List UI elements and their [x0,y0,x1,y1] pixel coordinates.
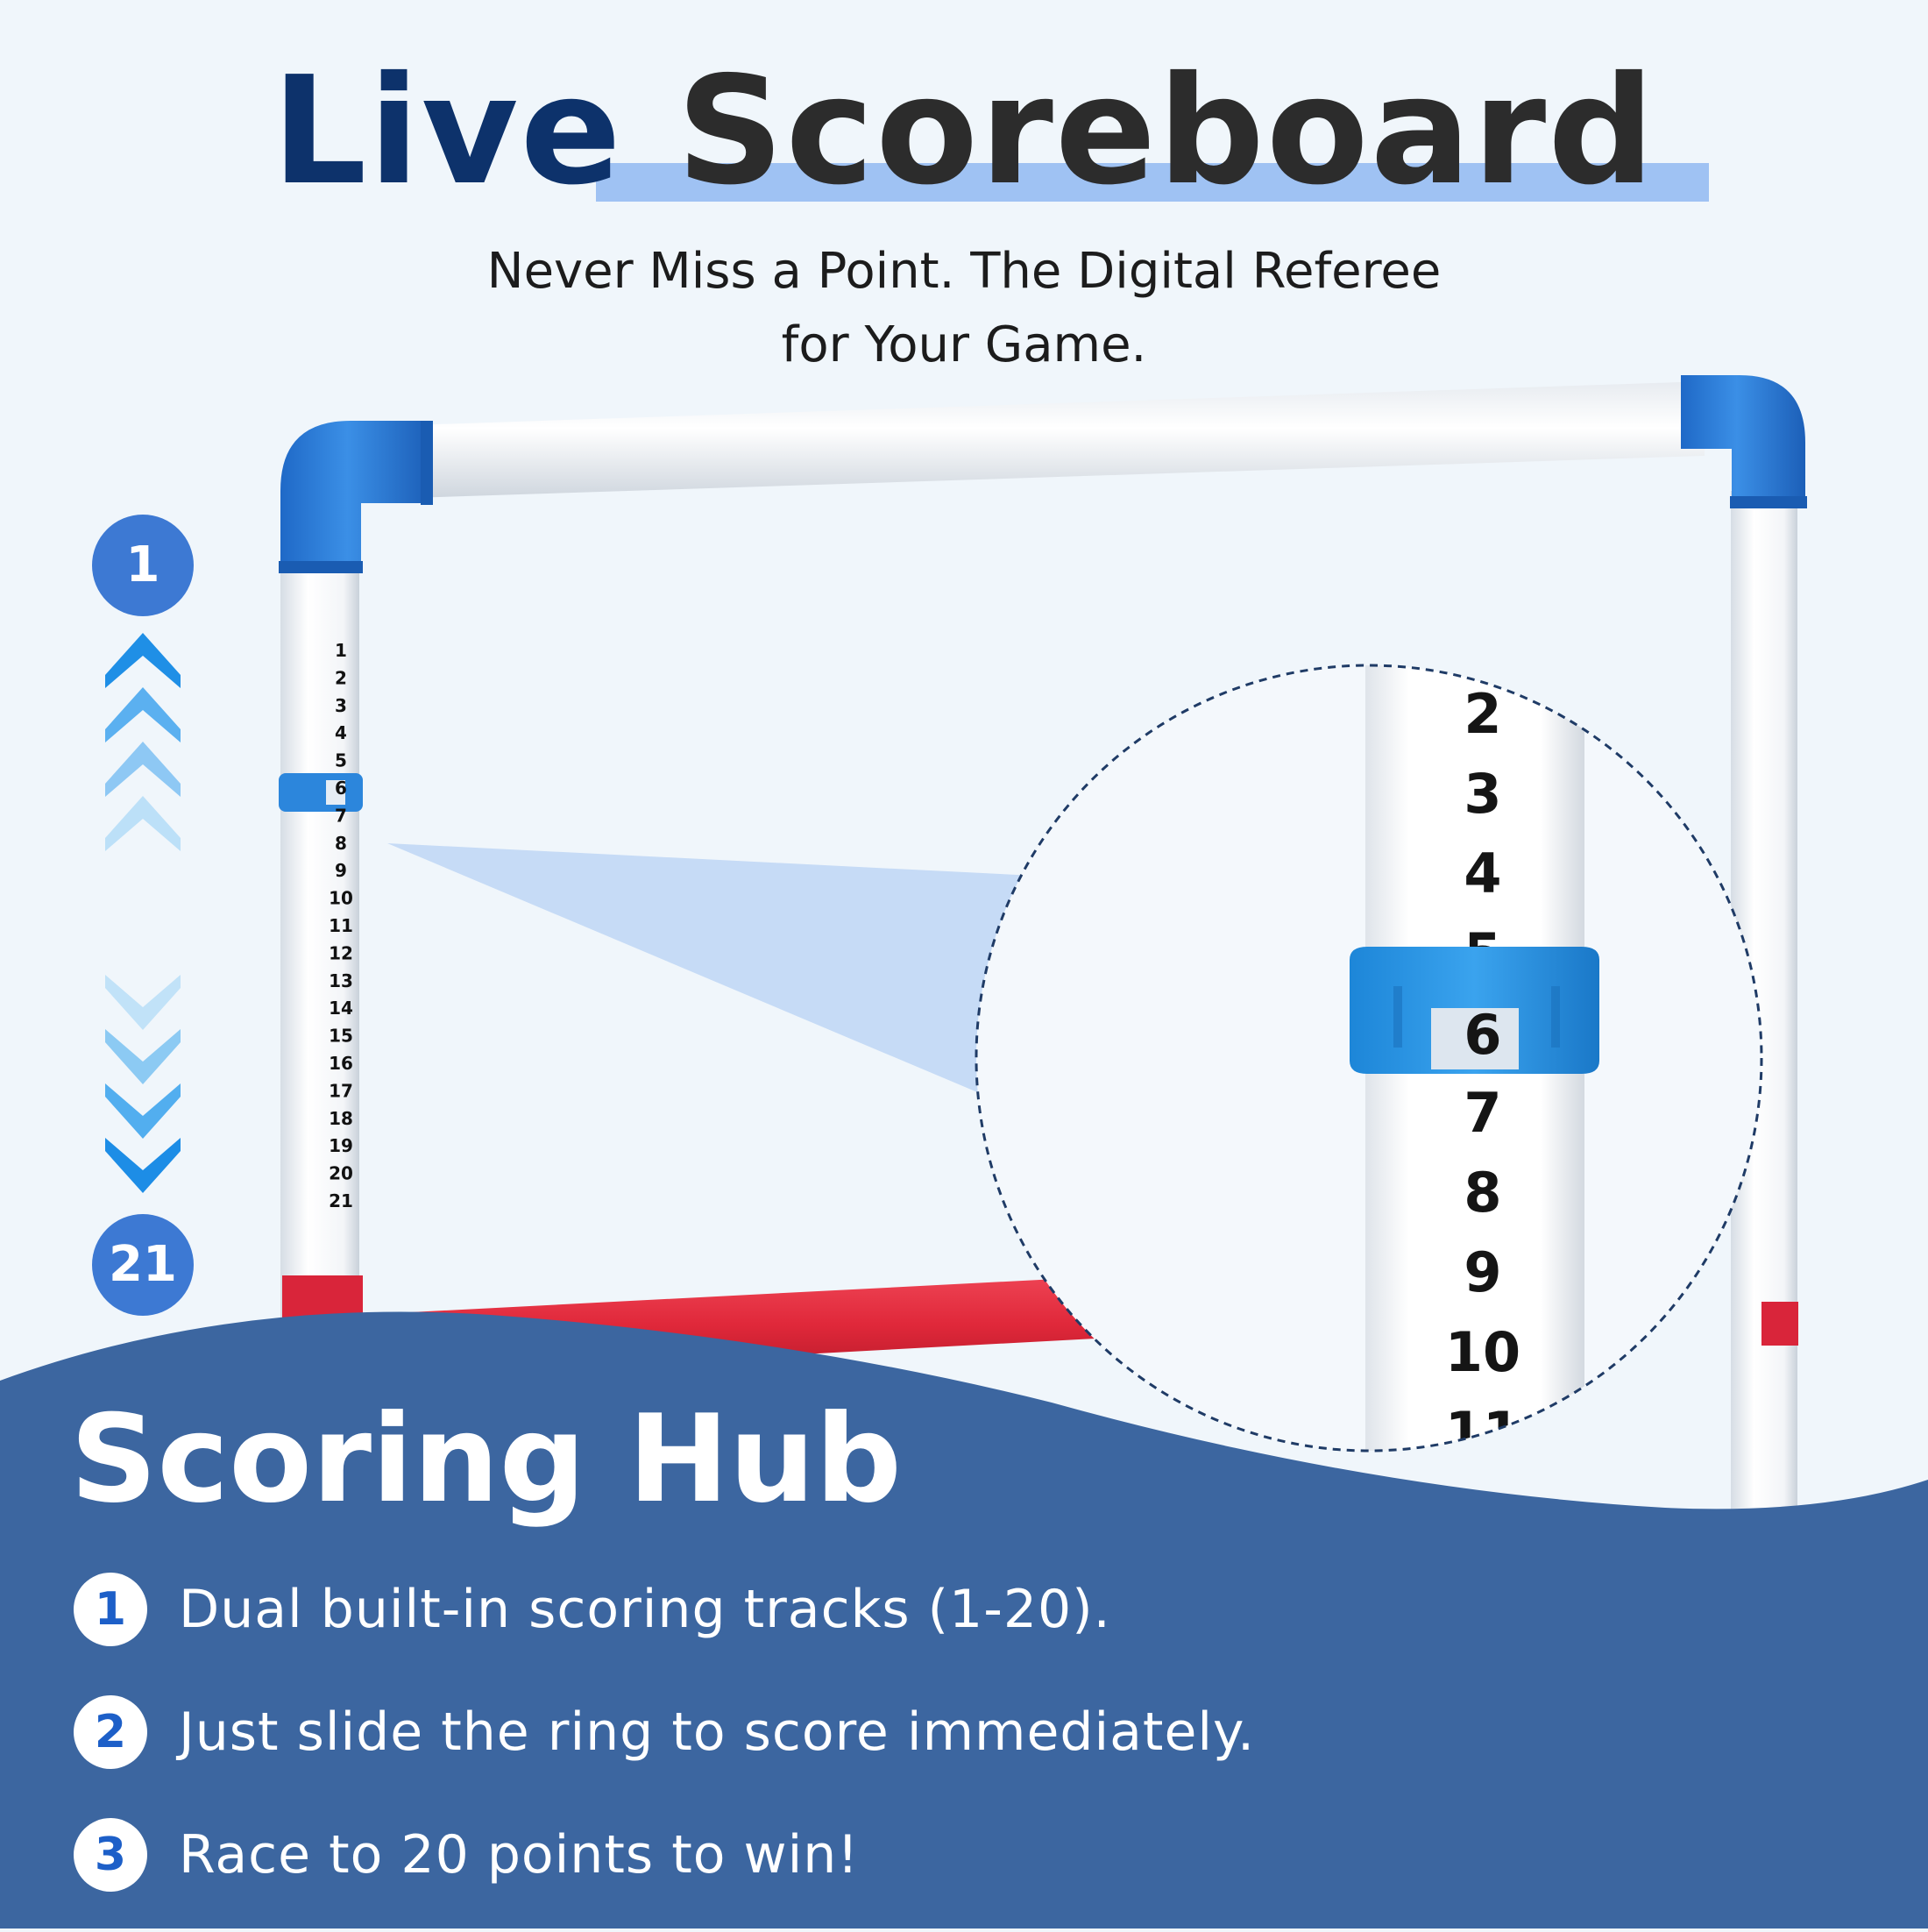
pole-number: 7 [335,805,347,826]
pole-number: 6 [335,778,347,799]
left-score-ring [279,773,363,812]
pole-number: 14 [329,998,353,1019]
badge-end: 21 [92,1214,194,1316]
zoom-number: 2 [1464,682,1501,746]
right-elbow-connector [1681,375,1805,508]
pole-number: 10 [329,888,353,909]
zoom-number: 3 [1464,762,1501,826]
pole-number: 8 [335,833,347,854]
pole-number: 3 [335,695,347,716]
pole-number: 5 [335,750,347,771]
pole-number: 11 [329,915,353,936]
zoom-circle-outline [975,664,1763,1453]
hub-item-number: 2 [74,1695,147,1769]
pole-number: 21 [329,1190,353,1211]
subtitle-line-2: for Your Game. [781,316,1147,373]
hub-item-text: Race to 20 points to win! [179,1824,860,1886]
title-highlight-bar [596,163,1709,202]
pole-number: 2 [335,667,347,688]
hub-item-number: 1 [74,1573,147,1646]
pole-number: 16 [329,1053,353,1074]
pole-number: 9 [335,860,347,881]
zoom-number: 7 [1464,1081,1501,1145]
title-word-live: Live [272,45,623,218]
hub-item-text: Dual built-in scoring tracks (1-20). [179,1579,1111,1640]
pole-number: 15 [329,1026,353,1047]
right-red-connector [1761,1302,1798,1346]
title-word-scoreboard: Scoreboard [677,45,1656,218]
zoom-number: 10 [1445,1320,1520,1384]
pole-number: 17 [329,1080,353,1101]
left-elbow-connector [280,421,429,570]
zoom-number: 11 [1445,1400,1520,1464]
pole-number: 4 [335,722,347,743]
zoom-number: 4 [1464,842,1501,906]
page-title: Live Scoreboard [272,53,1709,210]
scoring-hub-panel [0,1311,1928,1928]
chevron-up-icon [105,633,181,851]
left-pole [280,561,359,1324]
pole-number: 20 [329,1163,353,1184]
zoom-projection-wedge [387,843,1139,1144]
subtitle-line-1: Never Miss a Point. The Digital Referee [486,243,1442,300]
pole-number: 19 [329,1135,353,1156]
pole-number: 12 [329,942,353,963]
hub-item-text: Just slide the ring to score immediately… [179,1701,1256,1763]
chevron-down-icon [105,975,181,1193]
header: Live Scoreboard [0,53,1928,210]
pole-number: 1 [335,640,347,661]
hub-item-number: 3 [74,1818,147,1892]
top-bar [412,381,1705,498]
pole-number: 18 [329,1108,353,1129]
subtitle: Never Miss a Point. The Digital Referee … [0,235,1928,382]
zoom-number: 9 [1464,1240,1501,1304]
zoom-number: 8 [1464,1161,1501,1225]
badge-start: 1 [92,515,194,616]
ring-value: 6 [1464,1003,1501,1067]
ring-window [1431,1008,1519,1069]
scoring-hub-title: Scoring Hub [70,1389,902,1530]
pole-number: 13 [329,970,353,991]
